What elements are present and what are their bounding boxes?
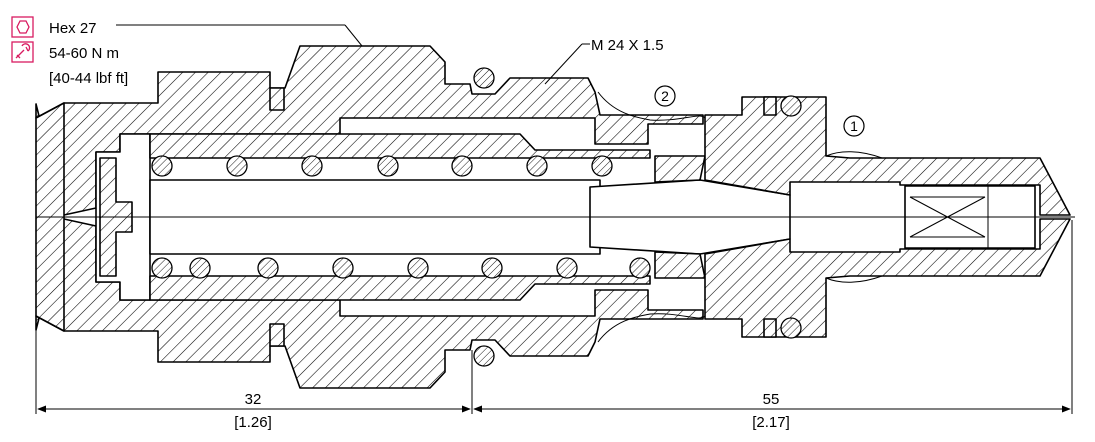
port-marker-1: 1 <box>843 115 865 137</box>
port-2-contour-top <box>597 91 706 121</box>
thread-spec-label: M 24 X 1.5 <box>591 37 664 54</box>
torque-wrench-icon-frame <box>11 41 34 63</box>
o-ring-top <box>473 67 495 89</box>
port-1-contour-bottom <box>825 275 883 283</box>
backup-ring-bottom <box>269 323 285 347</box>
port-marker-2: 2 <box>654 85 676 107</box>
spring-coils-bottom <box>151 257 651 279</box>
dimension-lines: 32 [1.26] 55 [2.17] <box>35 220 1073 431</box>
cage-lower <box>704 218 1071 338</box>
valve-assembly <box>35 45 1075 389</box>
thread-callout: M 24 X 1.5 <box>544 37 664 85</box>
torque-wrench-icon <box>15 43 31 59</box>
o-ring-cage-bottom <box>780 317 802 339</box>
orifice-cross <box>909 196 986 238</box>
dim-32-value: 32 <box>245 391 262 408</box>
cage-upper <box>704 96 1071 216</box>
o-ring-cage-top <box>780 95 802 117</box>
port-2-contour-bottom <box>597 313 706 343</box>
seat-ring-bottom <box>654 251 706 279</box>
guide-sleeve-top <box>149 133 651 159</box>
port-2-circle <box>654 85 676 107</box>
thread-leader-line <box>544 43 583 85</box>
torque-metric-label: 54-60 N m <box>49 45 119 62</box>
spring-coils-top <box>151 155 613 177</box>
backup-ring-top <box>269 87 285 111</box>
hex-size-label: Hex 27 <box>49 20 97 37</box>
backup-ring-cage-top <box>763 96 777 116</box>
port-2-number: 2 <box>661 88 669 104</box>
o-ring-bottom <box>473 345 495 367</box>
guide-sleeve-bottom <box>149 275 651 301</box>
seat-ring-top <box>654 155 706 183</box>
hexagon-icon-frame <box>11 16 34 38</box>
hexagon-icon <box>16 20 30 34</box>
hex-leader-line-angled <box>344 24 363 47</box>
dim-32-imperial: [1.26] <box>234 414 272 431</box>
port-1-circle <box>843 115 865 137</box>
dim-55-value: 55 <box>763 391 780 408</box>
dim-55-imperial: [2.17] <box>752 414 790 431</box>
backup-ring-cage-bottom <box>763 318 777 338</box>
port-1-contour-top <box>825 151 883 159</box>
spec-block: Hex 27 54-60 N m [40-44 lbf ft] <box>11 16 363 87</box>
torque-imperial-label: [40-44 lbf ft] <box>49 70 128 87</box>
port-1-number: 1 <box>850 118 858 134</box>
